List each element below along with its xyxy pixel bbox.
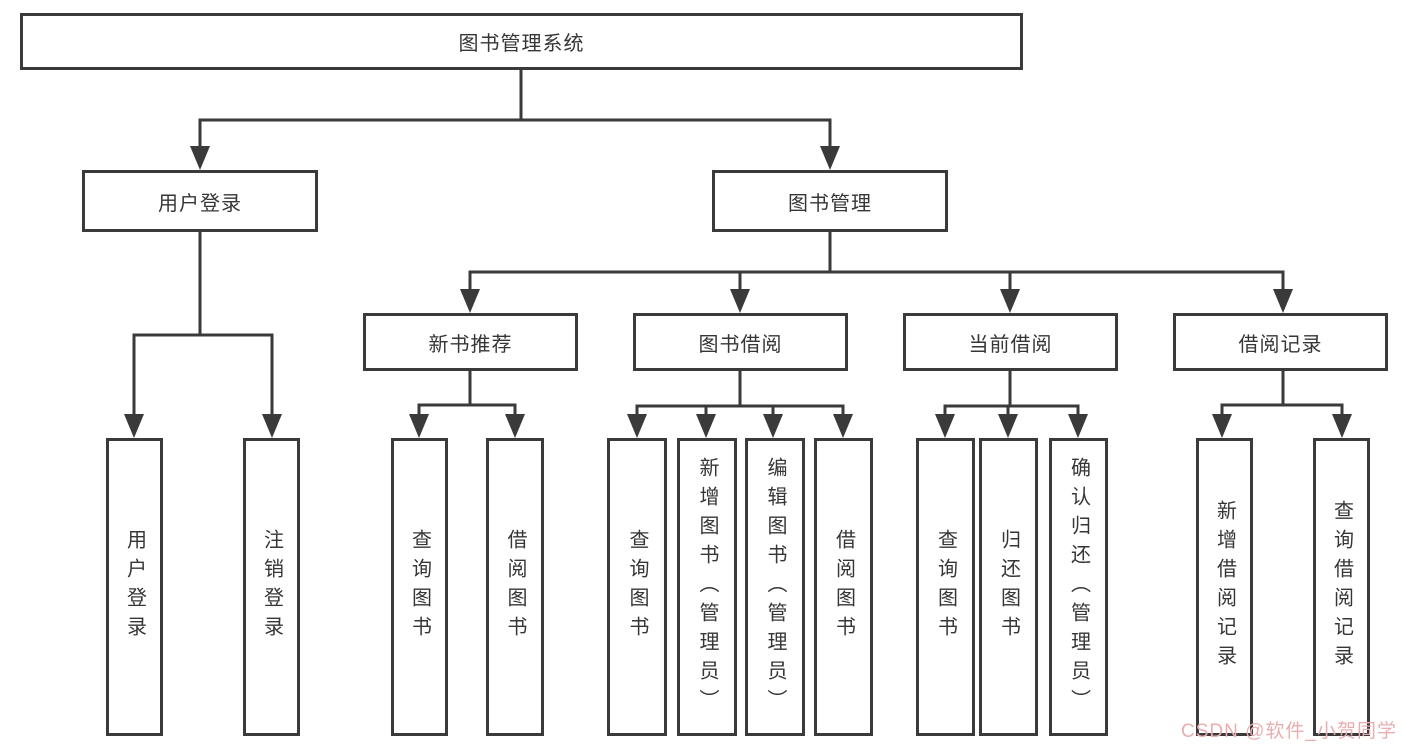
node-root-system: 图书管理系统 (20, 13, 1023, 70)
node-leaf-query-books-2: 查询图书 (607, 438, 667, 736)
node-leaf-borrow-books-1: 借阅图书 (486, 438, 544, 736)
node-new-book-recommend: 新书推荐 (363, 313, 578, 371)
node-leaf-query-books-3: 查询图书 (916, 438, 975, 736)
node-leaf-return-books: 归还图书 (979, 438, 1038, 736)
node-book-management: 图书管理 (712, 170, 948, 232)
node-book-borrow: 图书借阅 (633, 313, 848, 371)
node-leaf-confirm-return-admin: 确认归还（管理员） (1049, 438, 1108, 736)
node-leaf-borrow-books-2: 借阅图书 (814, 438, 873, 736)
node-leaf-query-borrow-record: 查询借阅记录 (1313, 438, 1370, 736)
node-leaf-add-books-admin: 新增图书（管理员） (677, 438, 737, 736)
node-borrow-records: 借阅记录 (1173, 313, 1388, 371)
node-leaf-edit-books-admin: 编辑图书（管理员） (745, 438, 805, 736)
node-leaf-query-books-1: 查询图书 (391, 438, 448, 736)
node-current-borrow: 当前借阅 (903, 313, 1118, 371)
node-leaf-logout: 注销登录 (243, 438, 300, 736)
node-leaf-add-borrow-record: 新增借阅记录 (1196, 438, 1253, 736)
node-user-login: 用户登录 (82, 170, 318, 232)
node-leaf-user-login: 用户登录 (106, 438, 163, 736)
csdn-watermark: CSDN @软件_小贺同学 (1181, 721, 1397, 742)
